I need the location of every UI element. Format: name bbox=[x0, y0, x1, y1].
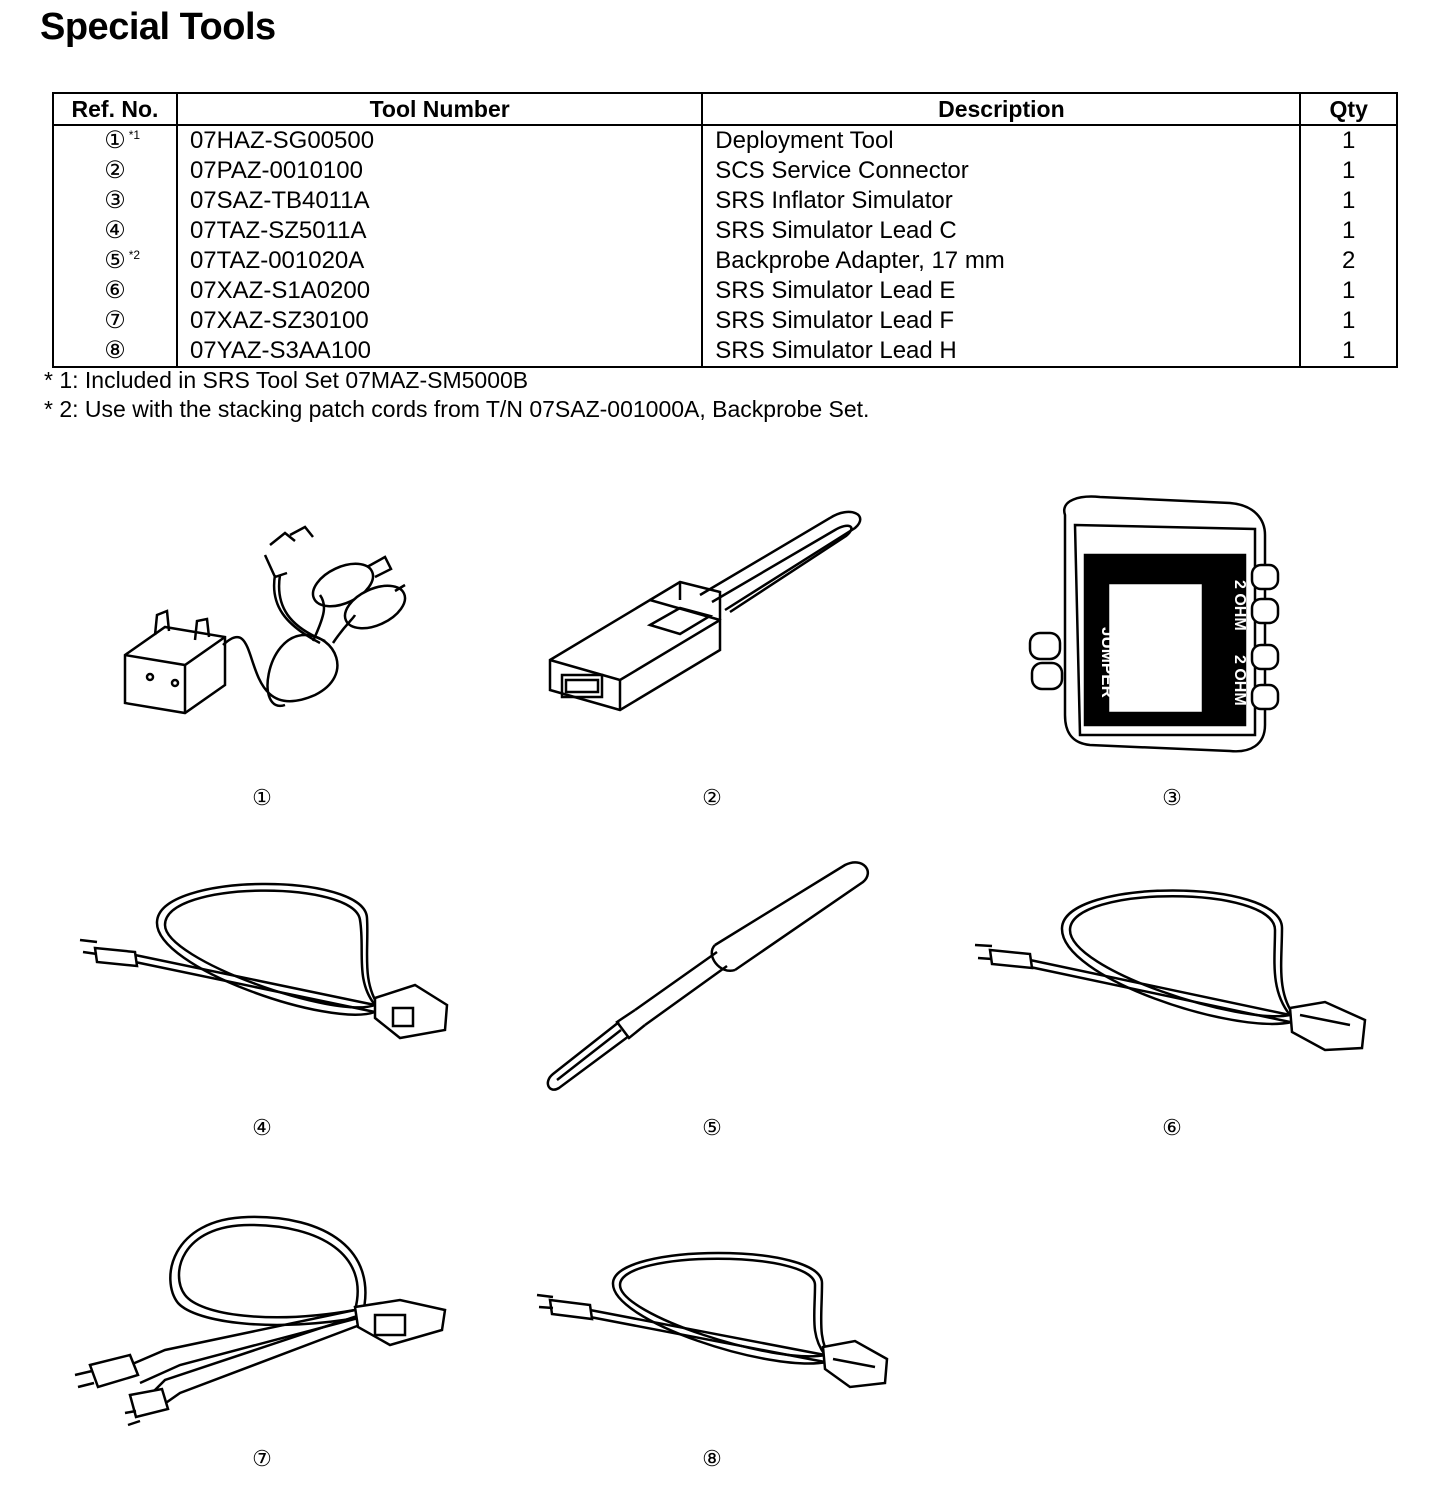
table-row: ⑧ 07YAZ-S3AA100 SRS Simulator Lead H 1 bbox=[52, 336, 1398, 367]
description-cell: SRS Simulator Lead C bbox=[701, 216, 1302, 246]
description-cell: Deployment Tool bbox=[701, 125, 1302, 156]
ref-number: ⑥ bbox=[104, 277, 126, 304]
table-row: ⑤*2 07TAZ-001020A Backprobe Adapter, 17 … bbox=[52, 246, 1398, 276]
description-cell: SCS Service Connector bbox=[701, 156, 1302, 186]
deployment-tool-illustration bbox=[123, 525, 407, 715]
ref-number: ⑦ bbox=[104, 307, 126, 334]
footnote-2: * 2: Use with the stacking patch cords f… bbox=[44, 396, 870, 422]
tool-number-cell: 07TAZ-001020A bbox=[175, 246, 704, 276]
illustration-caption-6: ⑥ bbox=[1162, 1115, 1182, 1140]
qty-cell: 1 bbox=[1299, 306, 1398, 336]
tool-number-cell: 07PAZ-0010100 bbox=[175, 156, 704, 186]
ref-cell: ⑤*2 bbox=[52, 246, 178, 276]
simulator-label-jumper: JUMPER bbox=[1098, 627, 1117, 698]
qty-cell: 1 bbox=[1299, 156, 1398, 186]
description-cell: SRS Inflator Simulator bbox=[701, 186, 1302, 216]
footnote-1: * 1: Included in SRS Tool Set 07MAZ-SM50… bbox=[44, 367, 529, 393]
ref-number: ⑤ bbox=[104, 247, 126, 274]
scs-service-connector-illustration bbox=[548, 510, 862, 712]
simulator-lead-f-illustration bbox=[74, 1215, 447, 1427]
srs-inflator-simulator-illustration: JUMPER 2 OHM 2 OHM bbox=[1028, 495, 1280, 753]
backprobe-adapter-illustration bbox=[546, 861, 870, 1091]
ref-cell: ④ bbox=[52, 216, 178, 246]
ref-cell: ② bbox=[52, 156, 178, 186]
special-tools-table: Ref. No. Tool Number Description Qty ①*1… bbox=[52, 92, 1398, 368]
ref-number: ⑧ bbox=[104, 337, 126, 364]
illustration-caption-2: ② bbox=[702, 785, 722, 810]
qty-cell: 2 bbox=[1299, 246, 1398, 276]
ref-footnote-mark: *2 bbox=[128, 248, 141, 262]
table-row: ①*1 07HAZ-SG00500 Deployment Tool 1 bbox=[52, 125, 1398, 156]
header-qty: Qty bbox=[1299, 92, 1398, 126]
qty-cell: 1 bbox=[1299, 216, 1398, 246]
table-row: ③ 07SAZ-TB4011A SRS Inflator Simulator 1 bbox=[52, 186, 1398, 216]
tool-number-cell: 07SAZ-TB4011A bbox=[175, 186, 704, 216]
header-ref-no: Ref. No. bbox=[52, 92, 178, 126]
tool-number-cell: 07TAZ-SZ5011A bbox=[175, 216, 704, 246]
description-cell: Backprobe Adapter, 17 mm bbox=[701, 246, 1302, 276]
tool-number-cell: 07XAZ-S1A0200 bbox=[175, 276, 704, 306]
illustration-caption-3: ③ bbox=[1162, 785, 1182, 810]
simulator-lead-e-illustration bbox=[974, 889, 1367, 1052]
ref-footnote-mark: *1 bbox=[128, 128, 141, 142]
ref-number: ③ bbox=[104, 187, 126, 214]
qty-cell: 1 bbox=[1299, 125, 1398, 156]
illustration-caption-8: ⑧ bbox=[702, 1446, 722, 1471]
table-row: ② 07PAZ-0010100 SCS Service Connector 1 bbox=[52, 156, 1398, 186]
illustration-caption-7: ⑦ bbox=[252, 1446, 272, 1471]
ref-cell: ⑥ bbox=[52, 276, 178, 306]
tool-number-cell: 07YAZ-S3AA100 bbox=[175, 336, 704, 367]
ref-number: ④ bbox=[104, 217, 126, 244]
header-description: Description bbox=[701, 92, 1302, 126]
description-cell: SRS Simulator Lead E bbox=[701, 276, 1302, 306]
qty-cell: 1 bbox=[1299, 276, 1398, 306]
illustration-caption-5: ⑤ bbox=[702, 1115, 722, 1140]
ref-cell: ①*1 bbox=[52, 125, 178, 156]
header-tool-number: Tool Number bbox=[175, 92, 704, 126]
description-cell: SRS Simulator Lead H bbox=[701, 336, 1302, 367]
simulator-lead-h-illustration bbox=[536, 1251, 889, 1389]
simulator-label-2ohm-top: 2 OHM bbox=[1231, 580, 1248, 631]
simulator-lead-c-illustration bbox=[79, 882, 449, 1040]
ref-number: ① bbox=[104, 127, 126, 154]
ref-cell: ⑦ bbox=[52, 306, 178, 336]
ref-cell: ③ bbox=[52, 186, 178, 216]
table-row: ⑥ 07XAZ-S1A0200 SRS Simulator Lead E 1 bbox=[52, 276, 1398, 306]
illustration-caption-4: ④ bbox=[252, 1115, 272, 1140]
ref-cell: ⑧ bbox=[52, 336, 178, 367]
page-title: Special Tools bbox=[40, 6, 276, 48]
illustration-caption-1: ① bbox=[252, 785, 272, 810]
tool-number-cell: 07XAZ-SZ30100 bbox=[175, 306, 704, 336]
tool-number-cell: 07HAZ-SG00500 bbox=[175, 125, 704, 156]
qty-cell: 1 bbox=[1299, 186, 1398, 216]
table-row: ⑦ 07XAZ-SZ30100 SRS Simulator Lead F 1 bbox=[52, 306, 1398, 336]
description-cell: SRS Simulator Lead F bbox=[701, 306, 1302, 336]
table-header-row: Ref. No. Tool Number Description Qty bbox=[52, 92, 1398, 126]
table-row: ④ 07TAZ-SZ5011A SRS Simulator Lead C 1 bbox=[52, 216, 1398, 246]
qty-cell: 1 bbox=[1299, 336, 1398, 367]
simulator-label-2ohm-bottom: 2 OHM bbox=[1231, 655, 1248, 706]
ref-number: ② bbox=[104, 157, 126, 184]
